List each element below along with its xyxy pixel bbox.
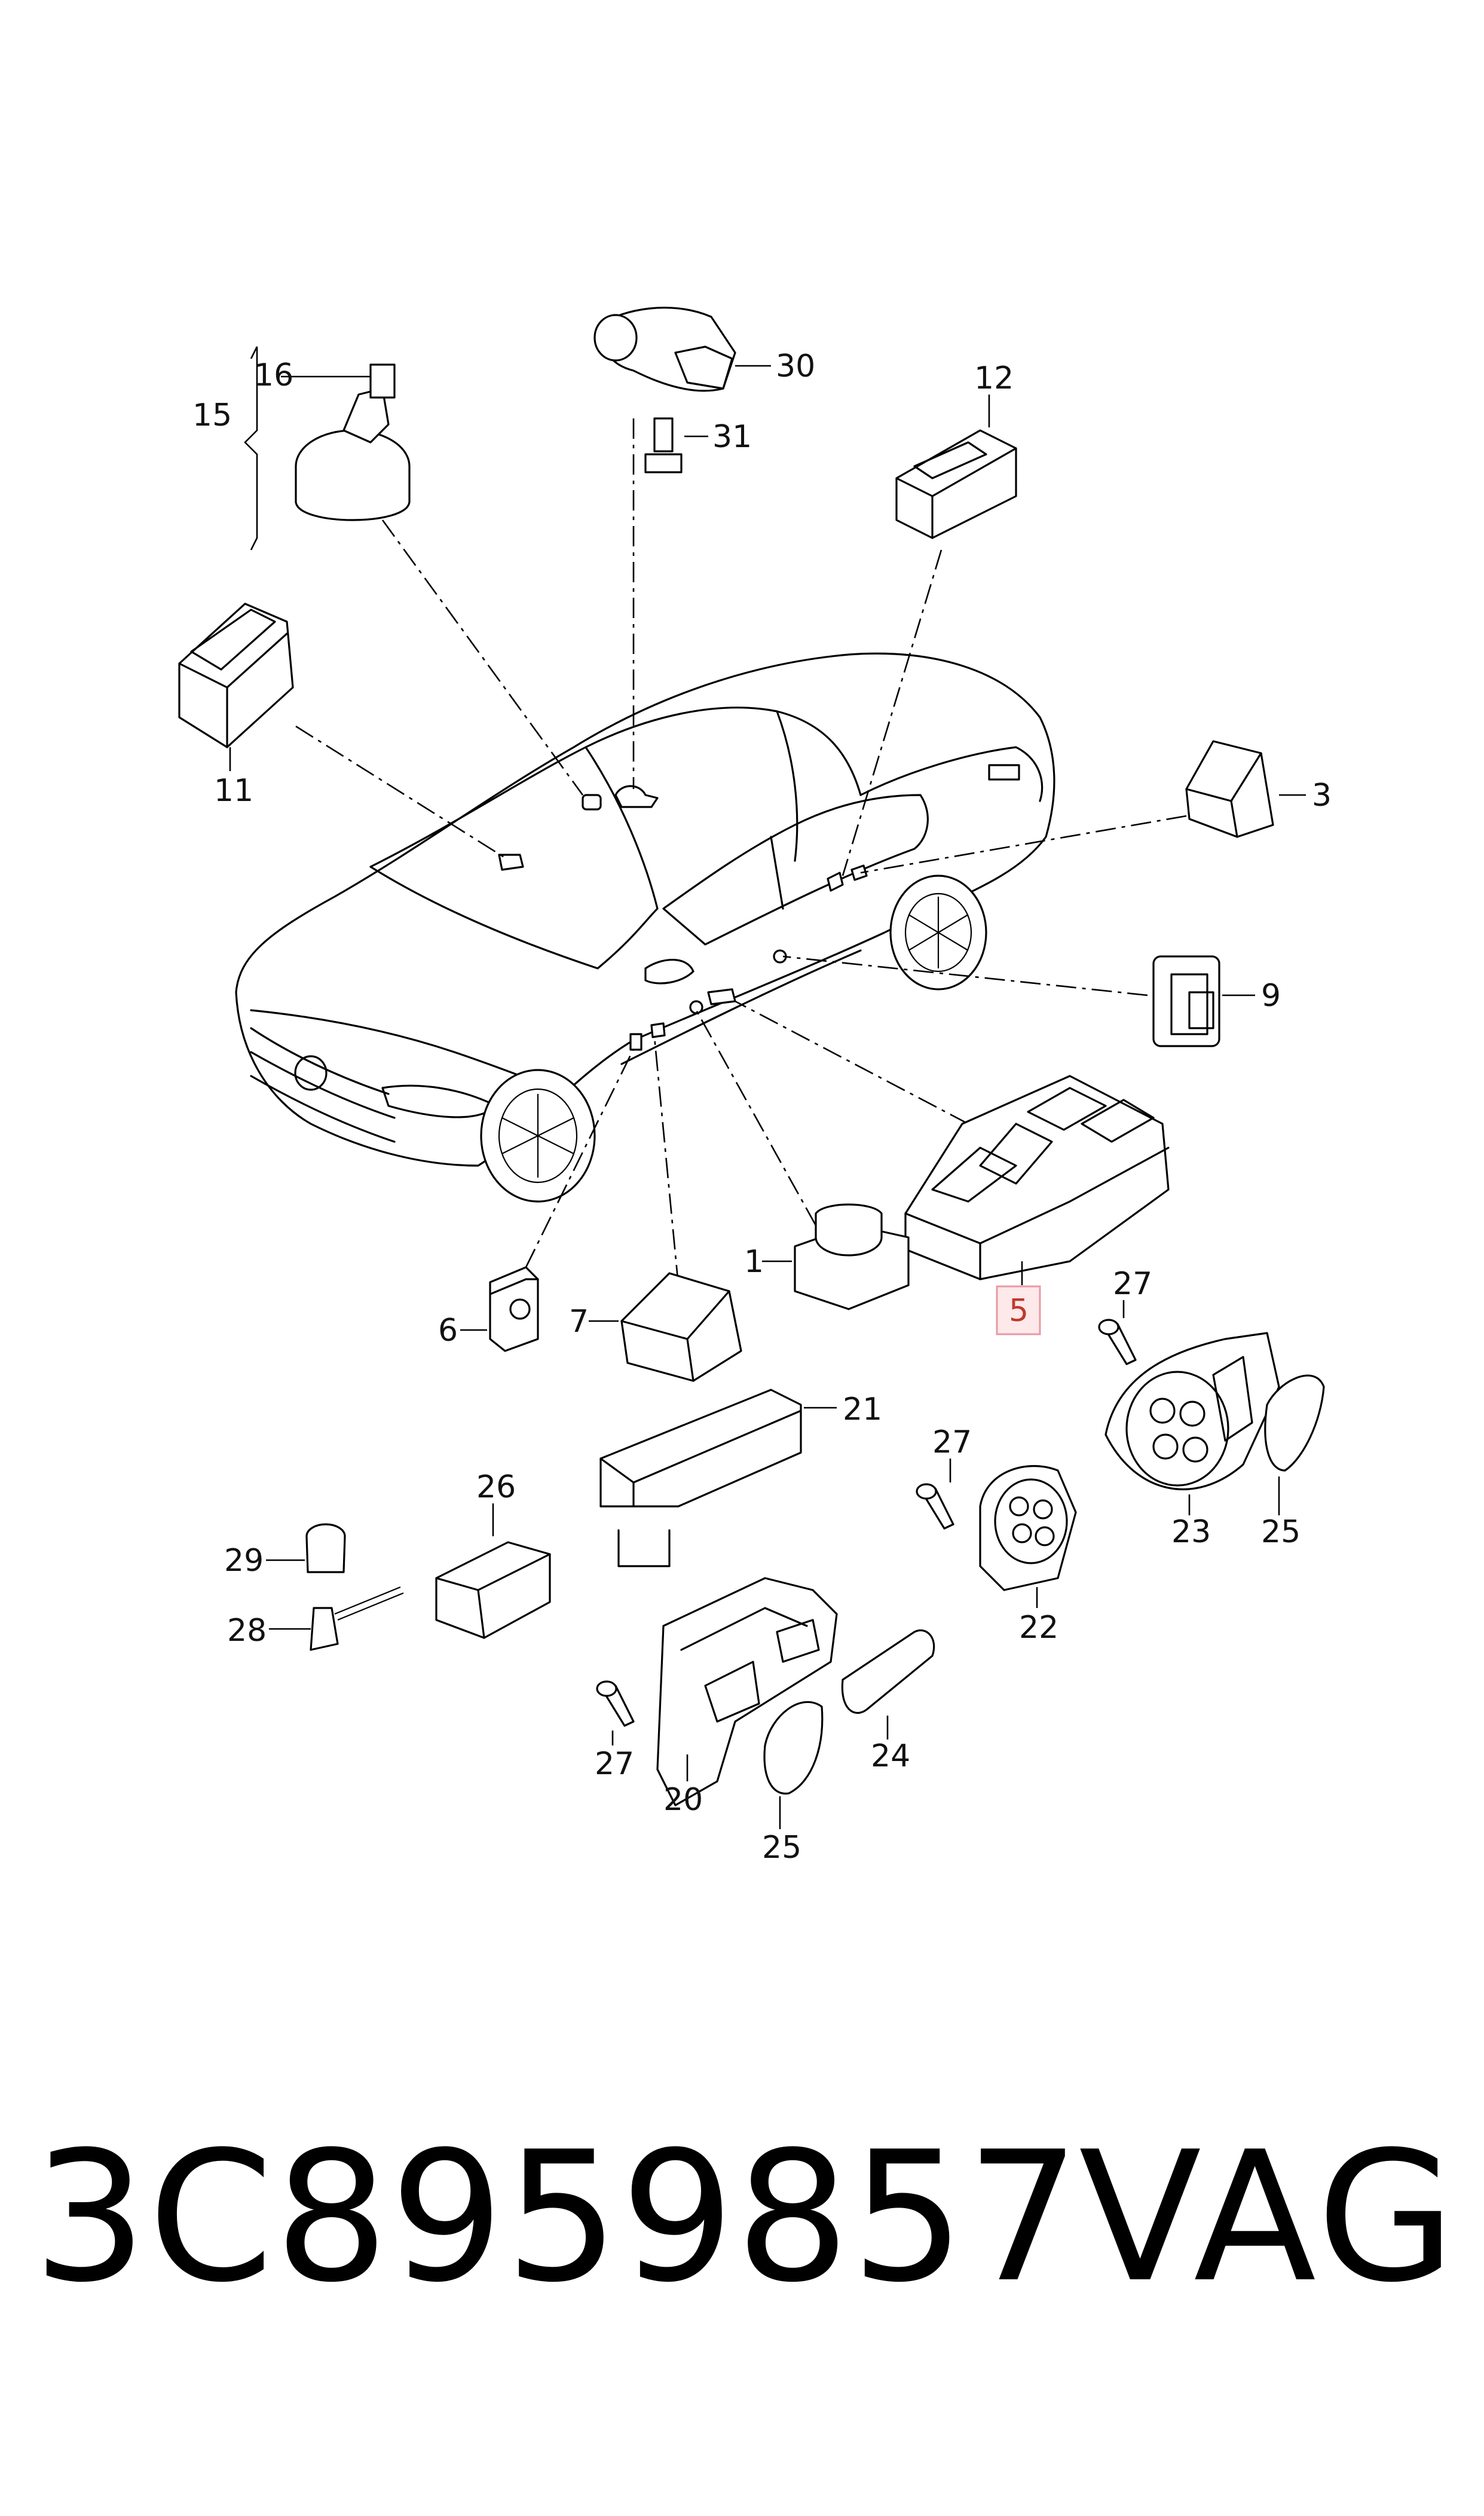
callout-3: 3 — [1312, 778, 1332, 814]
part-26-switch — [435, 1503, 551, 1639]
part-5-window-switch-cluster — [904, 1075, 1170, 1285]
callout-28: 28 — [227, 1613, 267, 1649]
callout-labels: 16 15 30 31 12 11 3 9 1 5 6 7 27 21 27 2… — [192, 348, 1332, 1866]
callout-5: 5 — [1009, 1293, 1029, 1329]
callout-27c: 27 — [595, 1746, 634, 1782]
callout-5-highlight — [996, 1285, 1041, 1335]
part-number-caption: 3C8959857 — [33, 2113, 1082, 2322]
part-23-seat-switch — [1104, 1332, 1325, 1515]
leader-lines — [295, 418, 1187, 1286]
part-25-knob — [763, 1701, 824, 1829]
part-12-window-switch — [895, 395, 1017, 539]
part-6-switch — [460, 1266, 539, 1352]
callout-1: 1 — [744, 1244, 764, 1280]
part-9-switch — [1152, 955, 1255, 1047]
callout-16: 16 — [254, 357, 293, 393]
callout-6: 6 — [438, 1313, 458, 1349]
part-30-actuator — [593, 307, 771, 473]
callout-31: 31 — [712, 419, 752, 455]
part-21-switch-panel — [599, 1389, 837, 1567]
callout-9: 9 — [1261, 978, 1281, 1014]
callout-29: 29 — [224, 1543, 264, 1579]
callout-15: 15 — [192, 398, 232, 433]
callout-25a: 25 — [1261, 1514, 1301, 1550]
callout-27b: 27 — [932, 1424, 972, 1460]
part-11-window-switch — [178, 603, 294, 771]
part-3-switch — [1185, 740, 1306, 838]
part-15-rotary-switch — [244, 346, 411, 551]
callout-30: 30 — [776, 348, 815, 384]
callout-11: 11 — [214, 773, 253, 809]
part-24-knob — [841, 1629, 935, 1740]
callout-12: 12 — [974, 360, 1014, 396]
part-7-switch — [589, 1272, 742, 1382]
callout-27a: 27 — [1113, 1266, 1152, 1302]
callout-26: 26 — [476, 1469, 516, 1505]
callout-25b: 25 — [762, 1830, 801, 1866]
part-20-seat-module — [656, 1577, 838, 1806]
callout-22: 22 — [1019, 1610, 1058, 1646]
callout-7: 7 — [569, 1304, 589, 1340]
part-27-screws — [596, 1300, 1137, 1745]
callout-20: 20 — [663, 1782, 703, 1818]
car-illustration — [235, 652, 1055, 1203]
part-1-mirror-switch — [762, 1203, 910, 1310]
callout-23: 23 — [1171, 1514, 1211, 1550]
callout-24: 24 — [871, 1738, 910, 1774]
part-29-28-connector — [266, 1523, 404, 1651]
callout-21: 21 — [843, 1392, 882, 1427]
brand-caption: VAG — [1079, 2113, 1459, 2322]
part-22-seat-switch — [979, 1465, 1077, 1608]
